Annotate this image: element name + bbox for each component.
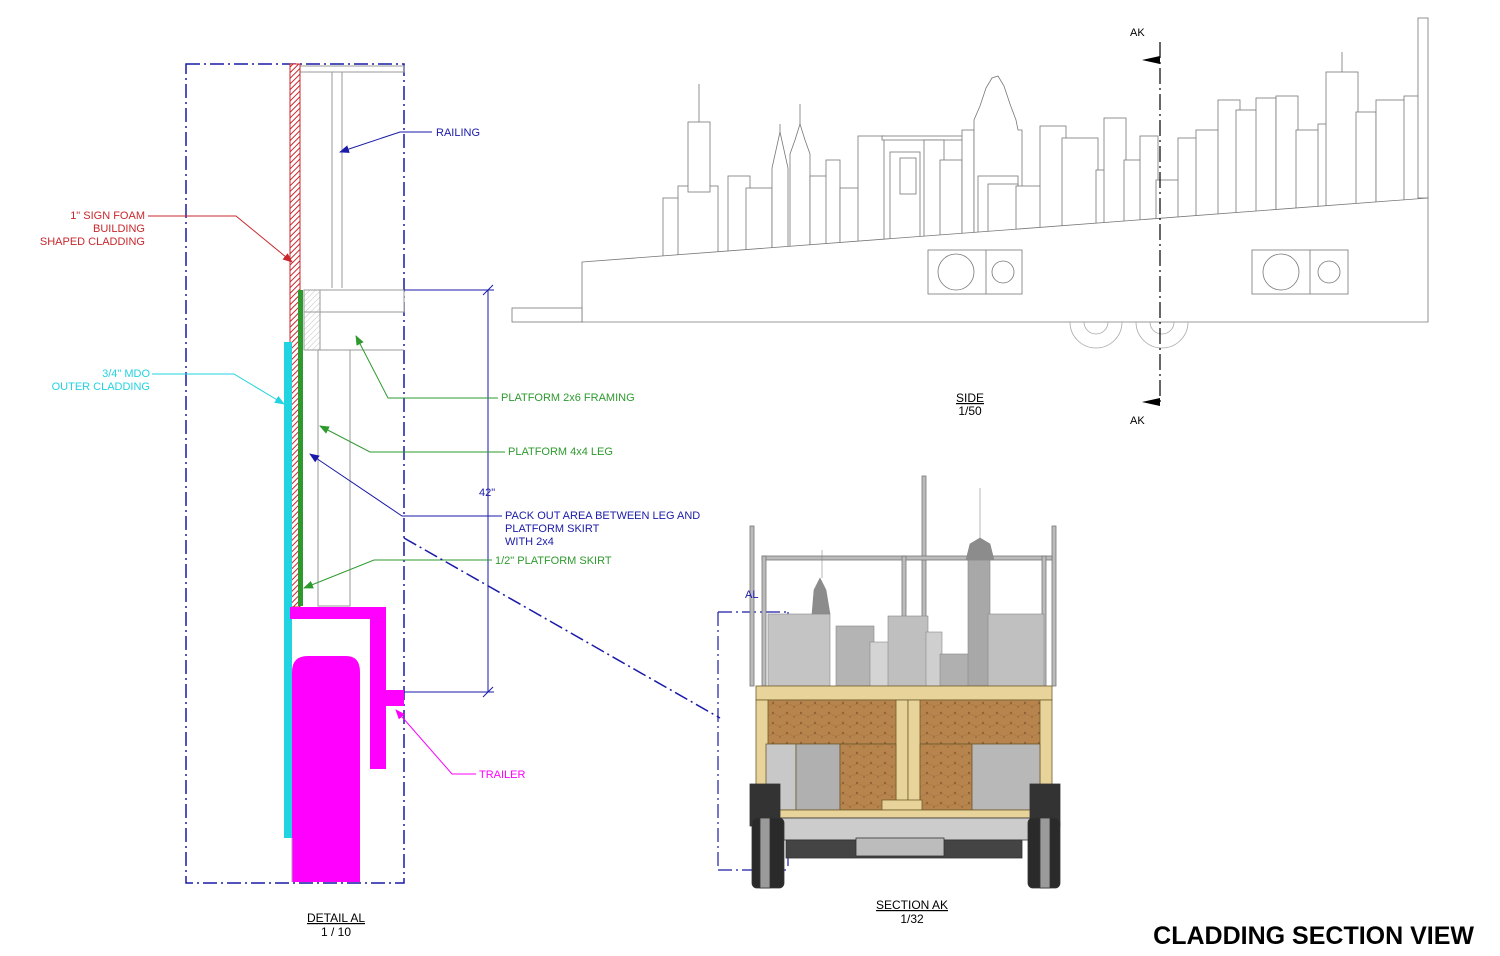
- trailer-label: TRAILER: [479, 769, 526, 781]
- leader-sign-foam: 1" SIGN FOAM BUILDING SHAPED CLADDING: [40, 210, 293, 263]
- sheet-title: CLADDING SECTION VIEW: [1153, 922, 1474, 950]
- sign-foam-label-3: SHAPED CLADDING: [40, 236, 145, 248]
- packout-label-2: PLATFORM SKIRT: [505, 523, 600, 535]
- detail-scale: 1 / 10: [321, 925, 351, 939]
- mdo-label-2: OUTER CLADDING: [52, 381, 150, 393]
- side-trailer-tongue: [511, 307, 583, 323]
- cut-arrow-bottom: [1142, 398, 1160, 406]
- side-view: [511, 17, 1429, 406]
- cut-label-top: AK: [1130, 27, 1145, 39]
- platform-framing-element: [303, 289, 405, 607]
- skyline: [662, 17, 1429, 263]
- section-trailer: [749, 783, 1061, 889]
- skirt-label: 1/2" PLATFORM SKIRT: [495, 555, 612, 567]
- detail-al: 42" RAILING 1" SIGN FOAM BUILDING SHAPED…: [40, 63, 721, 939]
- dimension-42: [404, 284, 494, 698]
- packout-label-1: PACK OUT AREA BETWEEN LEG AND: [505, 510, 700, 522]
- detail-title: DETAIL AL: [307, 911, 365, 925]
- section-scale: 1/32: [900, 912, 924, 926]
- section-ak: [717, 475, 1061, 889]
- section-marker: AL: [745, 589, 758, 601]
- section-skyline: [767, 488, 1045, 687]
- side-wheels: [1069, 321, 1189, 349]
- leader-skirt: 1/2" PLATFORM SKIRT: [303, 555, 612, 589]
- side-speaker-left: [927, 249, 1023, 295]
- leader-mdo: 3/4" MDO OUTER CLADDING: [52, 368, 285, 405]
- mdo-label-1: 3/4" MDO: [102, 368, 150, 380]
- section-title: SECTION AK: [876, 898, 948, 912]
- leader-railing: RAILING: [339, 127, 480, 153]
- dimension-label: 42": [479, 487, 495, 499]
- sign-foam-label-1: 1" SIGN FOAM: [70, 210, 145, 222]
- side-scale: 1/50: [958, 404, 982, 418]
- section-platform: [755, 685, 1053, 819]
- leader-leg: PLATFORM 4x4 LEG: [319, 425, 613, 458]
- detail-callout-line: [403, 537, 721, 719]
- leader-framing: PLATFORM 2x6 FRAMING: [355, 335, 635, 404]
- side-title: SIDE: [956, 391, 984, 405]
- side-speaker-right: [1251, 249, 1349, 295]
- cut-arrow-top: [1142, 56, 1160, 64]
- mdo-outer-cladding: [284, 342, 292, 838]
- leader-trailer: TRAILER: [395, 709, 526, 781]
- leader-packout: PACK OUT AREA BETWEEN LEG AND PLATFORM S…: [309, 453, 700, 548]
- leg-label: PLATFORM 4x4 LEG: [508, 446, 613, 458]
- railing-element: [299, 65, 405, 288]
- packout-label-3: WITH 2x4: [505, 536, 554, 548]
- framing-label: PLATFORM 2x6 FRAMING: [501, 392, 635, 404]
- platform-skirt: [298, 290, 303, 606]
- trailer-element: [290, 607, 404, 882]
- sign-foam-label-2: BUILDING: [93, 223, 145, 235]
- cut-label-bottom: AK: [1130, 415, 1145, 427]
- railing-label: RAILING: [436, 127, 480, 139]
